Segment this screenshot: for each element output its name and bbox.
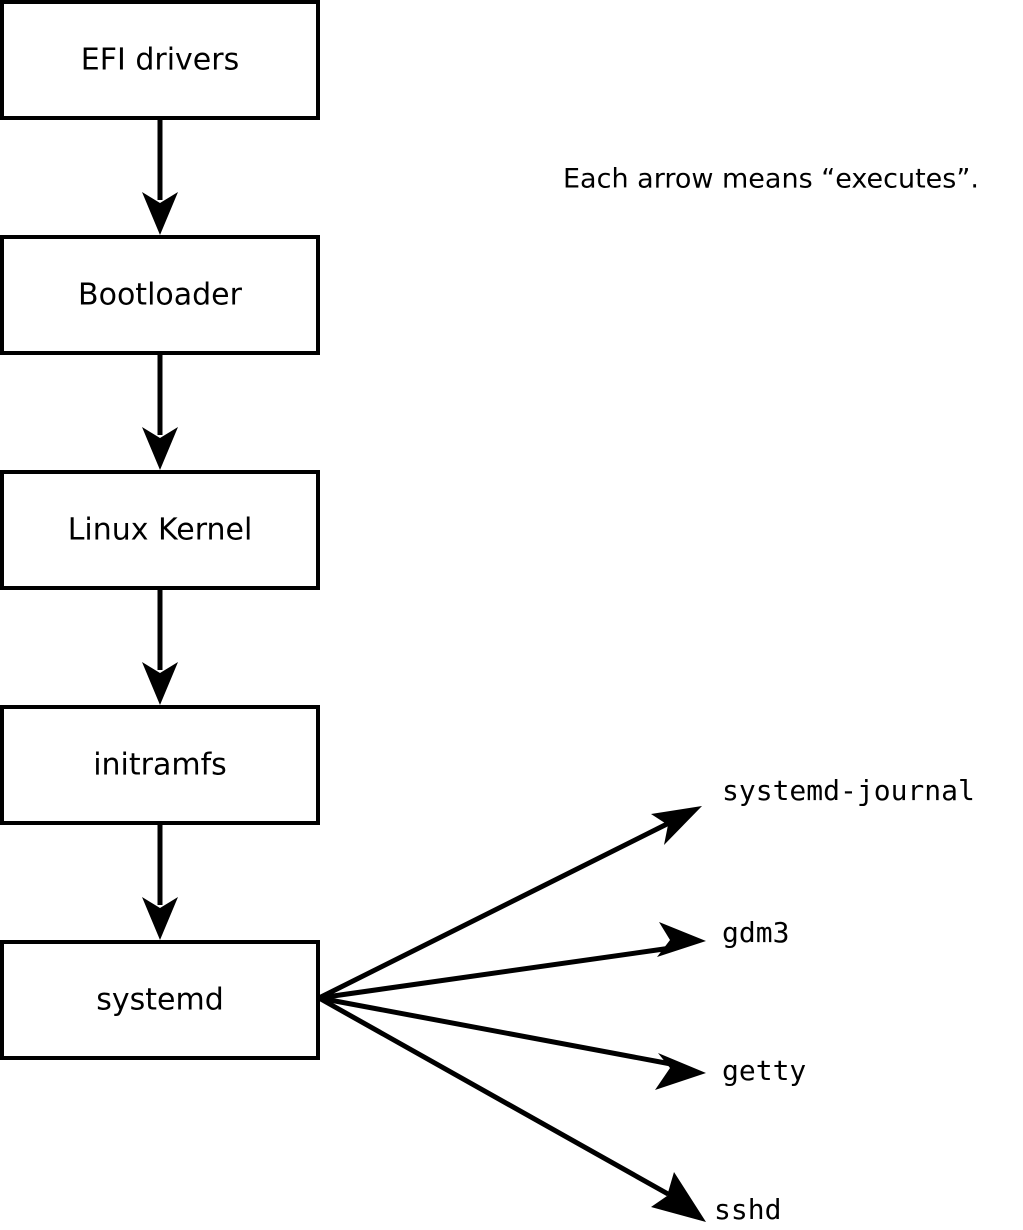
node-label-efi-drivers: EFI drivers [81, 43, 239, 78]
node-label-linux-kernel: Linux Kernel [68, 513, 253, 548]
node-label-initramfs: initramfs [93, 748, 227, 783]
arrow-efi-drivers-to-bootloader [142, 118, 178, 235]
node-efi-drivers[interactable]: EFI drivers [0, 0, 320, 120]
arrow-systemd-to-gdm3 [318, 922, 706, 1001]
node-systemd[interactable]: systemd [0, 940, 320, 1060]
node-label-bootloader: Bootloader [78, 278, 243, 313]
arrow-systemd-to-getty [318, 995, 706, 1090]
service-label-gdm3: gdm3 [722, 916, 789, 949]
node-initramfs[interactable]: initramfs [0, 705, 320, 825]
node-label-systemd: systemd [96, 983, 224, 1018]
node-box-bootloader[interactable] [0, 235, 320, 355]
arrow-initramfs-to-systemd [142, 823, 178, 940]
systemd-service-connectors [317, 806, 706, 1222]
legend-note: Each arrow means “executes”. [563, 164, 979, 195]
node-linux-kernel[interactable]: Linux Kernel [0, 470, 320, 590]
node-box-linux-kernel[interactable] [0, 470, 320, 590]
service-label-sshd: sshd [714, 1193, 781, 1226]
arrow-systemd-to-systemd-journal [317, 806, 702, 1001]
arrow-linux-kernel-to-initramfs [142, 588, 178, 705]
arrow-systemd-to-sshd [317, 995, 706, 1222]
arrow-bootloader-to-linux-kernel [142, 353, 178, 470]
chain-connectors [142, 118, 178, 940]
service-label-getty: getty [722, 1054, 806, 1087]
node-bootloader[interactable]: Bootloader [0, 235, 320, 355]
node-box-initramfs[interactable] [0, 705, 320, 825]
service-label-systemd-journal: systemd-journal [722, 774, 975, 807]
node-box-efi-drivers[interactable] [0, 0, 320, 120]
